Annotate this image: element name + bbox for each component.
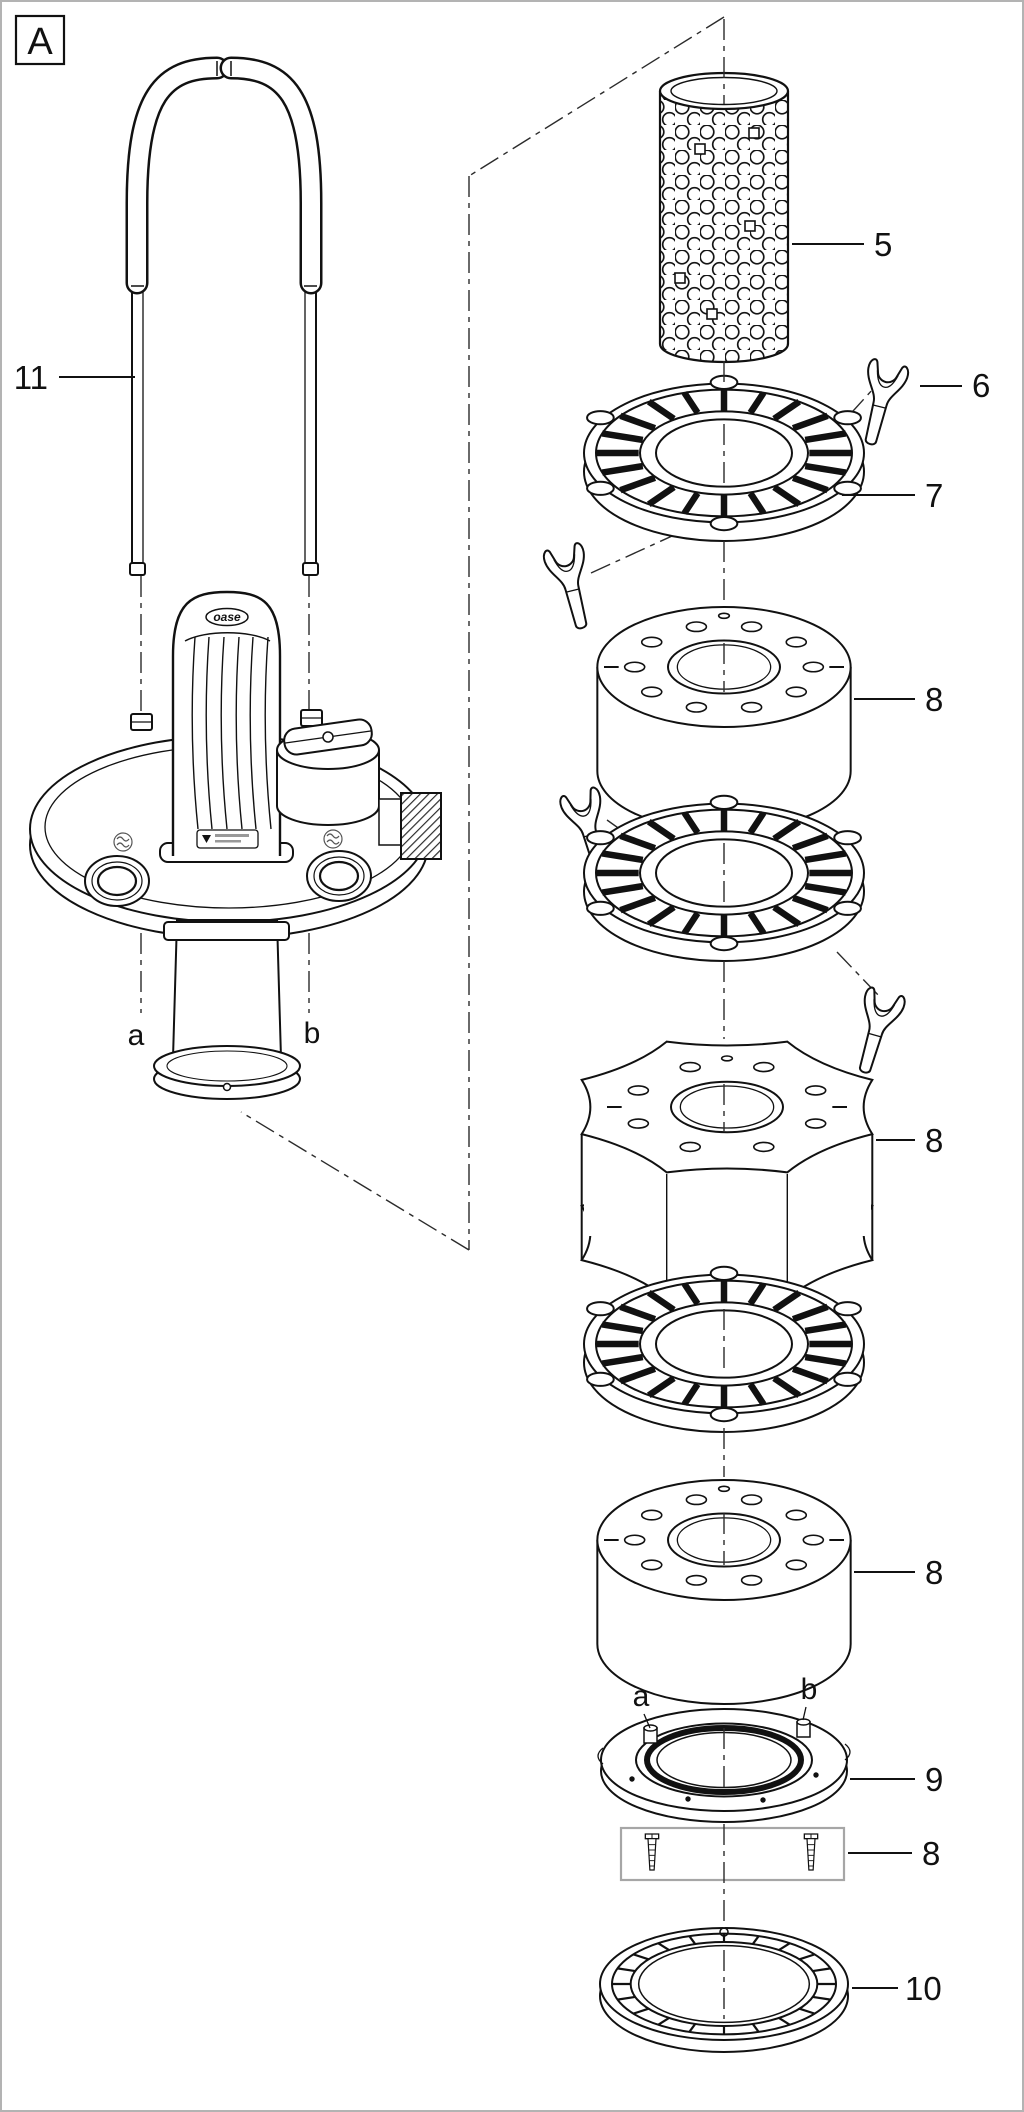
handle-lug-left: [130, 713, 153, 731]
ring-marker-b: b: [801, 1673, 818, 1706]
flow-control-knob: [276, 718, 380, 826]
callout-handle-number: 11: [14, 359, 48, 396]
strainer-cylinder: [658, 71, 790, 364]
callout-strainer: 5: [792, 226, 892, 263]
callout-screws: 8: [848, 1835, 940, 1872]
callout-base-ring: 10: [852, 1970, 942, 2007]
rating-plate: [196, 829, 259, 849]
callout-clip: 6: [920, 367, 990, 404]
handle-end-left: [129, 562, 146, 576]
screw-box: [619, 1826, 846, 1882]
pump-marker-b: b: [304, 1017, 321, 1050]
construction-line: [240, 16, 725, 1251]
brand-logo: oase: [205, 607, 249, 627]
column-collar: [163, 921, 290, 941]
screw-left: [644, 1833, 660, 1871]
hose-port-right: [306, 850, 372, 902]
callout-handle: 11: [14, 359, 135, 396]
clip-guide-lines: [590, 388, 881, 998]
callout-mounting-ring-number: 9: [925, 1761, 943, 1798]
hose-port-left: [84, 855, 150, 907]
callout-foam-3: 8: [854, 1554, 943, 1591]
callout-foam-3-number: 8: [925, 1554, 943, 1591]
callout-strainer-number: 5: [874, 226, 892, 263]
grid-plate-2: [584, 796, 864, 961]
callout-screws-number: 8: [922, 1835, 940, 1872]
callout-grid-plate: 7: [842, 477, 943, 514]
callout-base-ring-number: 10: [905, 1970, 942, 2007]
callout-foam-1: 8: [854, 681, 943, 718]
panel-label-box: A: [14, 14, 66, 66]
handle-lug-right: [300, 709, 323, 727]
foam-disc-2: [580, 1040, 874, 1300]
carry-handle: [125, 56, 323, 576]
retaining-clip-d: [843, 984, 908, 1080]
motor-housing: [171, 590, 282, 856]
handle-axis-lines: [140, 576, 310, 1013]
callout-grid-plate-number: 7: [925, 477, 943, 514]
callout-mounting-ring: 9: [850, 1761, 943, 1798]
callout-foam-2-number: 8: [925, 1122, 943, 1159]
outlet-coupling: [378, 792, 442, 860]
screw-post-b: [796, 1718, 811, 1738]
panel-label: A: [27, 21, 53, 63]
column-flange: [153, 1045, 301, 1100]
retaining-clip-b: [540, 540, 603, 635]
callout-clip-number: 6: [972, 367, 990, 404]
ring-marker-a: a: [633, 1680, 650, 1713]
handle-end-right: [302, 562, 319, 576]
pump-assembly: oase: [29, 56, 442, 1100]
screw-right: [803, 1833, 819, 1871]
callout-foam-1-number: 8: [925, 681, 943, 718]
brand-logo-text: oase: [213, 610, 241, 624]
screw-post-a: [643, 1724, 658, 1744]
callout-foam-2: 8: [876, 1122, 943, 1159]
grid-plate-1: [584, 376, 864, 541]
pump-marker-a: a: [128, 1019, 145, 1052]
marking-icon-right: [323, 829, 343, 849]
motor-vents: [184, 632, 272, 830]
marking-icon-left: [113, 832, 133, 852]
